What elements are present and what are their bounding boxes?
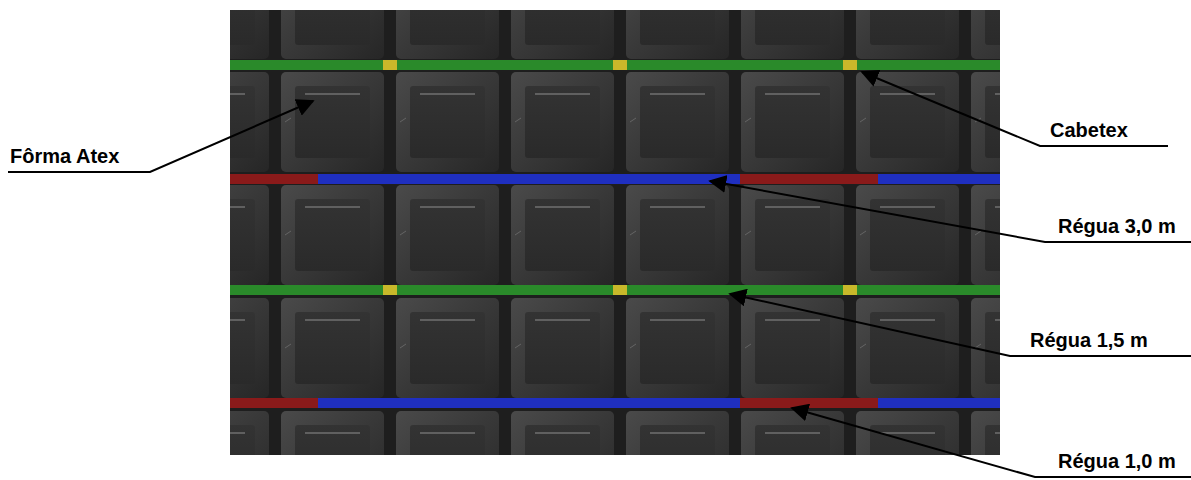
atex-cell <box>626 72 729 172</box>
atex-cell <box>856 72 959 172</box>
callout-label: Fôrma Atex <box>10 145 119 168</box>
atex-cell <box>281 411 384 455</box>
atex-cell <box>230 411 269 455</box>
atex-cell <box>856 185 959 285</box>
regua-1-5 <box>230 60 1000 295</box>
callout-label: Cabetex <box>1050 119 1128 142</box>
atex-cell <box>856 10 959 59</box>
atex-cell <box>396 185 499 285</box>
atex-cell <box>626 185 729 285</box>
atex-cell <box>626 411 729 455</box>
callout-label: Régua 1,0 m <box>1058 450 1176 473</box>
atex-cell <box>511 185 614 285</box>
atex-cell <box>396 298 499 398</box>
atex-cell <box>511 411 614 455</box>
atex-cell <box>971 10 1000 59</box>
callout-label: Régua 1,5 m <box>1030 329 1148 352</box>
atex-cell <box>230 298 269 398</box>
regua-1-0 <box>230 174 878 408</box>
atex-cell <box>511 298 614 398</box>
atex-cell <box>396 411 499 455</box>
atex-cell <box>511 72 614 172</box>
atex-cell <box>230 10 269 59</box>
atex-cell <box>741 72 844 172</box>
atex-cell <box>971 411 1000 455</box>
atex-forms <box>230 10 1000 455</box>
atex-cell <box>626 10 729 59</box>
atex-cell <box>281 185 384 285</box>
atex-cell <box>396 10 499 59</box>
atex-cell <box>971 185 1000 285</box>
atex-cell <box>396 72 499 172</box>
atex-cell <box>856 411 959 455</box>
atex-cell <box>281 72 384 172</box>
atex-cell <box>971 72 1000 172</box>
atex-cell <box>511 10 614 59</box>
leader-lines <box>8 72 1191 477</box>
callout-label: Régua 3,0 m <box>1058 215 1176 238</box>
atex-cell <box>741 10 844 59</box>
atex-cell <box>741 298 844 398</box>
atex-cell <box>230 185 269 285</box>
atex-cell <box>281 10 384 59</box>
regua-3-0 <box>318 174 1000 408</box>
atex-cell <box>626 298 729 398</box>
atex-cell <box>856 298 959 398</box>
atex-cell <box>281 298 384 398</box>
atex-cell <box>741 185 844 285</box>
